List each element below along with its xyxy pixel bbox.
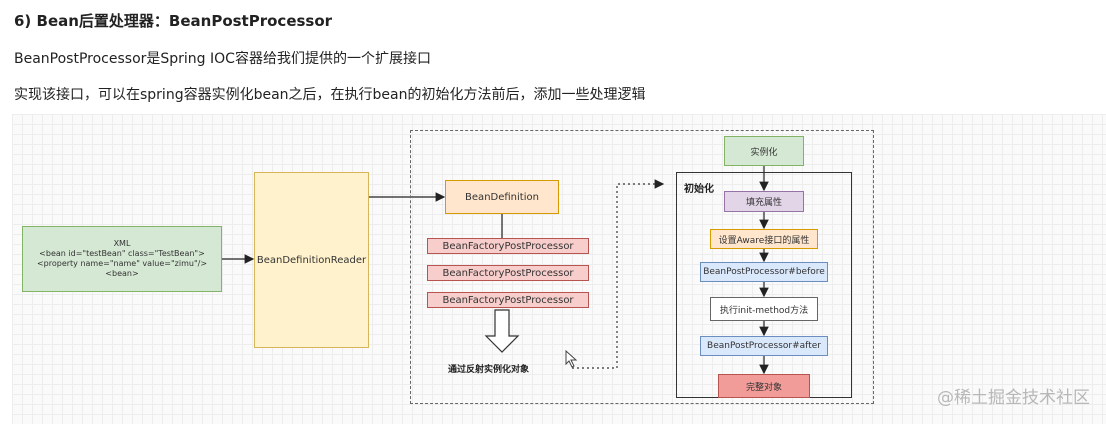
xml-config-box: XML <bean id="testBean" class="TestBean"… [22, 226, 222, 292]
mouse-cursor-icon [565, 350, 578, 368]
section-heading: 6) Bean后置处理器：BeanPostProcessor [14, 12, 333, 30]
post-processor-before-box: BeanPostProcessor#before [700, 262, 828, 282]
xml-line-4: <bean> [105, 269, 139, 278]
bean-lifecycle-diagram: XML <bean id="testBean" class="TestBean"… [12, 114, 1106, 424]
reflect-instantiate-label: 通过反射实例化对象 [448, 365, 530, 375]
init-label: 初始化 [684, 184, 714, 195]
diagram-arrows [222, 166, 769, 375]
bean-factory-post-processor-box: BeanFactoryPostProcessor [427, 292, 589, 308]
bean-factory-post-processor-box: BeanFactoryPostProcessor [427, 265, 589, 281]
hollow-down-arrow [484, 309, 520, 353]
init-method-box: 执行init-method方法 [710, 297, 818, 321]
post-processor-after-box: BeanPostProcessor#after [700, 336, 828, 356]
detail-paragraph: 实现该接口，可以在spring容器实例化bean之后，在执行bean的初始化方法… [14, 87, 646, 103]
instantiate-box: 实例化 [724, 136, 804, 166]
arrow-reflect-to-init [572, 179, 665, 369]
fill-properties-box: 填充属性 [724, 191, 804, 212]
intro-paragraph: BeanPostProcessor是Spring IOC容器给我们提供的一个扩展… [14, 51, 431, 67]
container-dashed-frame [410, 130, 874, 404]
xml-line-2: <bean id="testBean" class="TestBean"> [39, 249, 205, 258]
xml-line-1: XML [113, 239, 131, 248]
watermark: @稀土掘金技术社区 [937, 388, 1090, 408]
aware-interface-box: 设置Aware接口的属性 [710, 229, 818, 249]
xml-line-3: <property name="name" value="zimu"/> [36, 259, 208, 268]
bean-factory-post-processor-box: BeanFactoryPostProcessor [427, 238, 589, 254]
complete-object-box: 完整对象 [718, 374, 810, 398]
bean-definition-box: BeanDefinition [445, 180, 559, 214]
bean-definition-reader-box: BeanDefinitionReader [254, 172, 369, 348]
